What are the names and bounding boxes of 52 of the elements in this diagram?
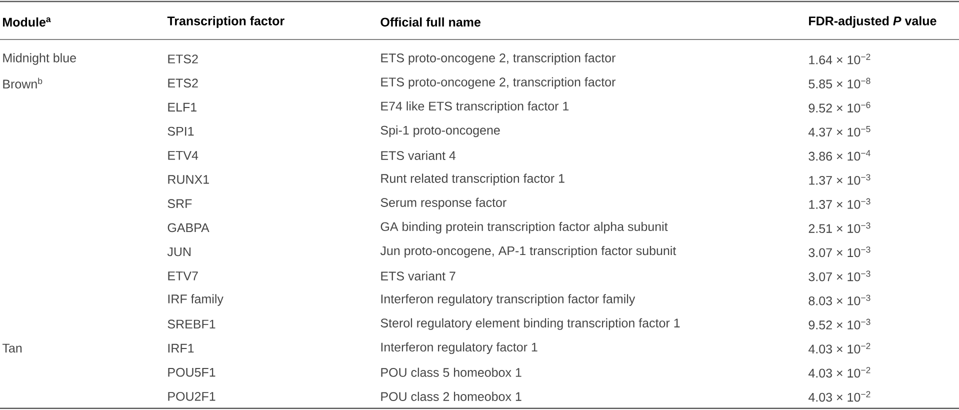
gene-full-name: ETS variant 4 <box>381 150 456 160</box>
module-name: Midnight blue <box>3 53 76 65</box>
gene-symbol: GABPA <box>168 223 210 232</box>
gene-symbol: POU2F1 <box>168 392 216 401</box>
gene-symbol: ETV4 <box>168 151 198 160</box>
p-value: 1.64 × 10$^{−2}$ <box>809 54 870 64</box>
gene-full-name: POU class 2 homeobox 1 <box>381 392 522 401</box>
gene-symbol: ELF1 <box>168 102 196 112</box>
column-header: Transcription factor <box>167 16 284 28</box>
p-value: 4.03 × 10$^{−2}$ <box>808 342 870 354</box>
p-value: 4.03 × 10$^{−2}$ <box>808 391 870 402</box>
gene-symbol: POU5F1 <box>168 368 216 377</box>
gene-full-name: Sterol regulatory element binding transcription factor 1 <box>380 318 680 330</box>
gene-full-name: GA binding protein transcription factor alpha subunit <box>380 222 668 234</box>
gene-symbol: SRF <box>168 199 192 208</box>
gene-symbol: ETS2 <box>168 78 198 88</box>
gene-symbol: IRF family <box>168 294 224 306</box>
p-value: 2.51 × 10$^{−3}$ <box>808 222 870 233</box>
gene-full-name: E74 like ETS transcription factor 1 <box>381 101 569 114</box>
gene-full-name: POU class 5 homeobox 1 <box>381 368 522 377</box>
gene-full-name: Runt related transcription factor 1 <box>381 174 564 186</box>
p-value: 1.37 × 10$^{−3}$ <box>809 174 870 185</box>
p-value: 8.03 × 10$^{−3}$ <box>808 294 870 306</box>
gene-full-name: Jun proto-oncogene, AP-1 transcription factor subunit <box>380 246 676 258</box>
gene-full-name: ETS proto-oncogene 2, transcription factor <box>381 77 616 89</box>
module-name: Brown$^{b}$ <box>3 78 42 89</box>
gene-full-name: Interferon regulatory transcription factor family <box>381 294 636 306</box>
gene-symbol: IRF1 <box>168 344 194 352</box>
p-value: 3.86 × 10$^{−4}$ <box>808 150 870 161</box>
gene-full-name: Interferon regulatory factor 1 <box>381 342 538 354</box>
gene-symbol: SREBF1 <box>168 320 216 329</box>
column-header: Official full name <box>380 17 480 27</box>
gene-full-name: ETS proto-oncogene 2, transcription factor <box>381 53 616 65</box>
p-value: 3.07 × 10$^{−3}$ <box>808 270 870 282</box>
gene-symbol: RUNX1 <box>168 175 209 184</box>
module-name: Tan <box>2 344 22 353</box>
p-value: 1.37 × 10$^{−3}$ <box>809 198 870 209</box>
p-value: 9.52 × 10$^{−3}$ <box>808 318 870 330</box>
p-value: 4.03 × 10$^{−2}$ <box>808 367 870 378</box>
gene-full-name: Serum response factor <box>380 198 506 210</box>
p-value: 5.85 × 10$^{−8}$ <box>808 78 870 88</box>
p-value: 9.52 × 10$^{−6}$ <box>808 102 870 112</box>
gene-symbol: SPI1 <box>168 126 194 136</box>
gene-symbol: ETV7 <box>168 272 198 280</box>
p-value: 4.37 × 10$^{−5}$ <box>808 126 870 137</box>
gene-symbol: ETS2 <box>168 54 198 64</box>
gene-full-name: ETS variant 7 <box>381 271 456 280</box>
column-header: Module$^{a}$ <box>3 17 51 27</box>
gene-symbol: JUN <box>167 247 190 256</box>
column-header: FDR-adjusted P value <box>809 16 936 28</box>
p-value: 3.07 × 10$^{−3}$ <box>808 246 870 258</box>
gene-full-name: Spi-1 proto-oncogene <box>380 125 500 138</box>
